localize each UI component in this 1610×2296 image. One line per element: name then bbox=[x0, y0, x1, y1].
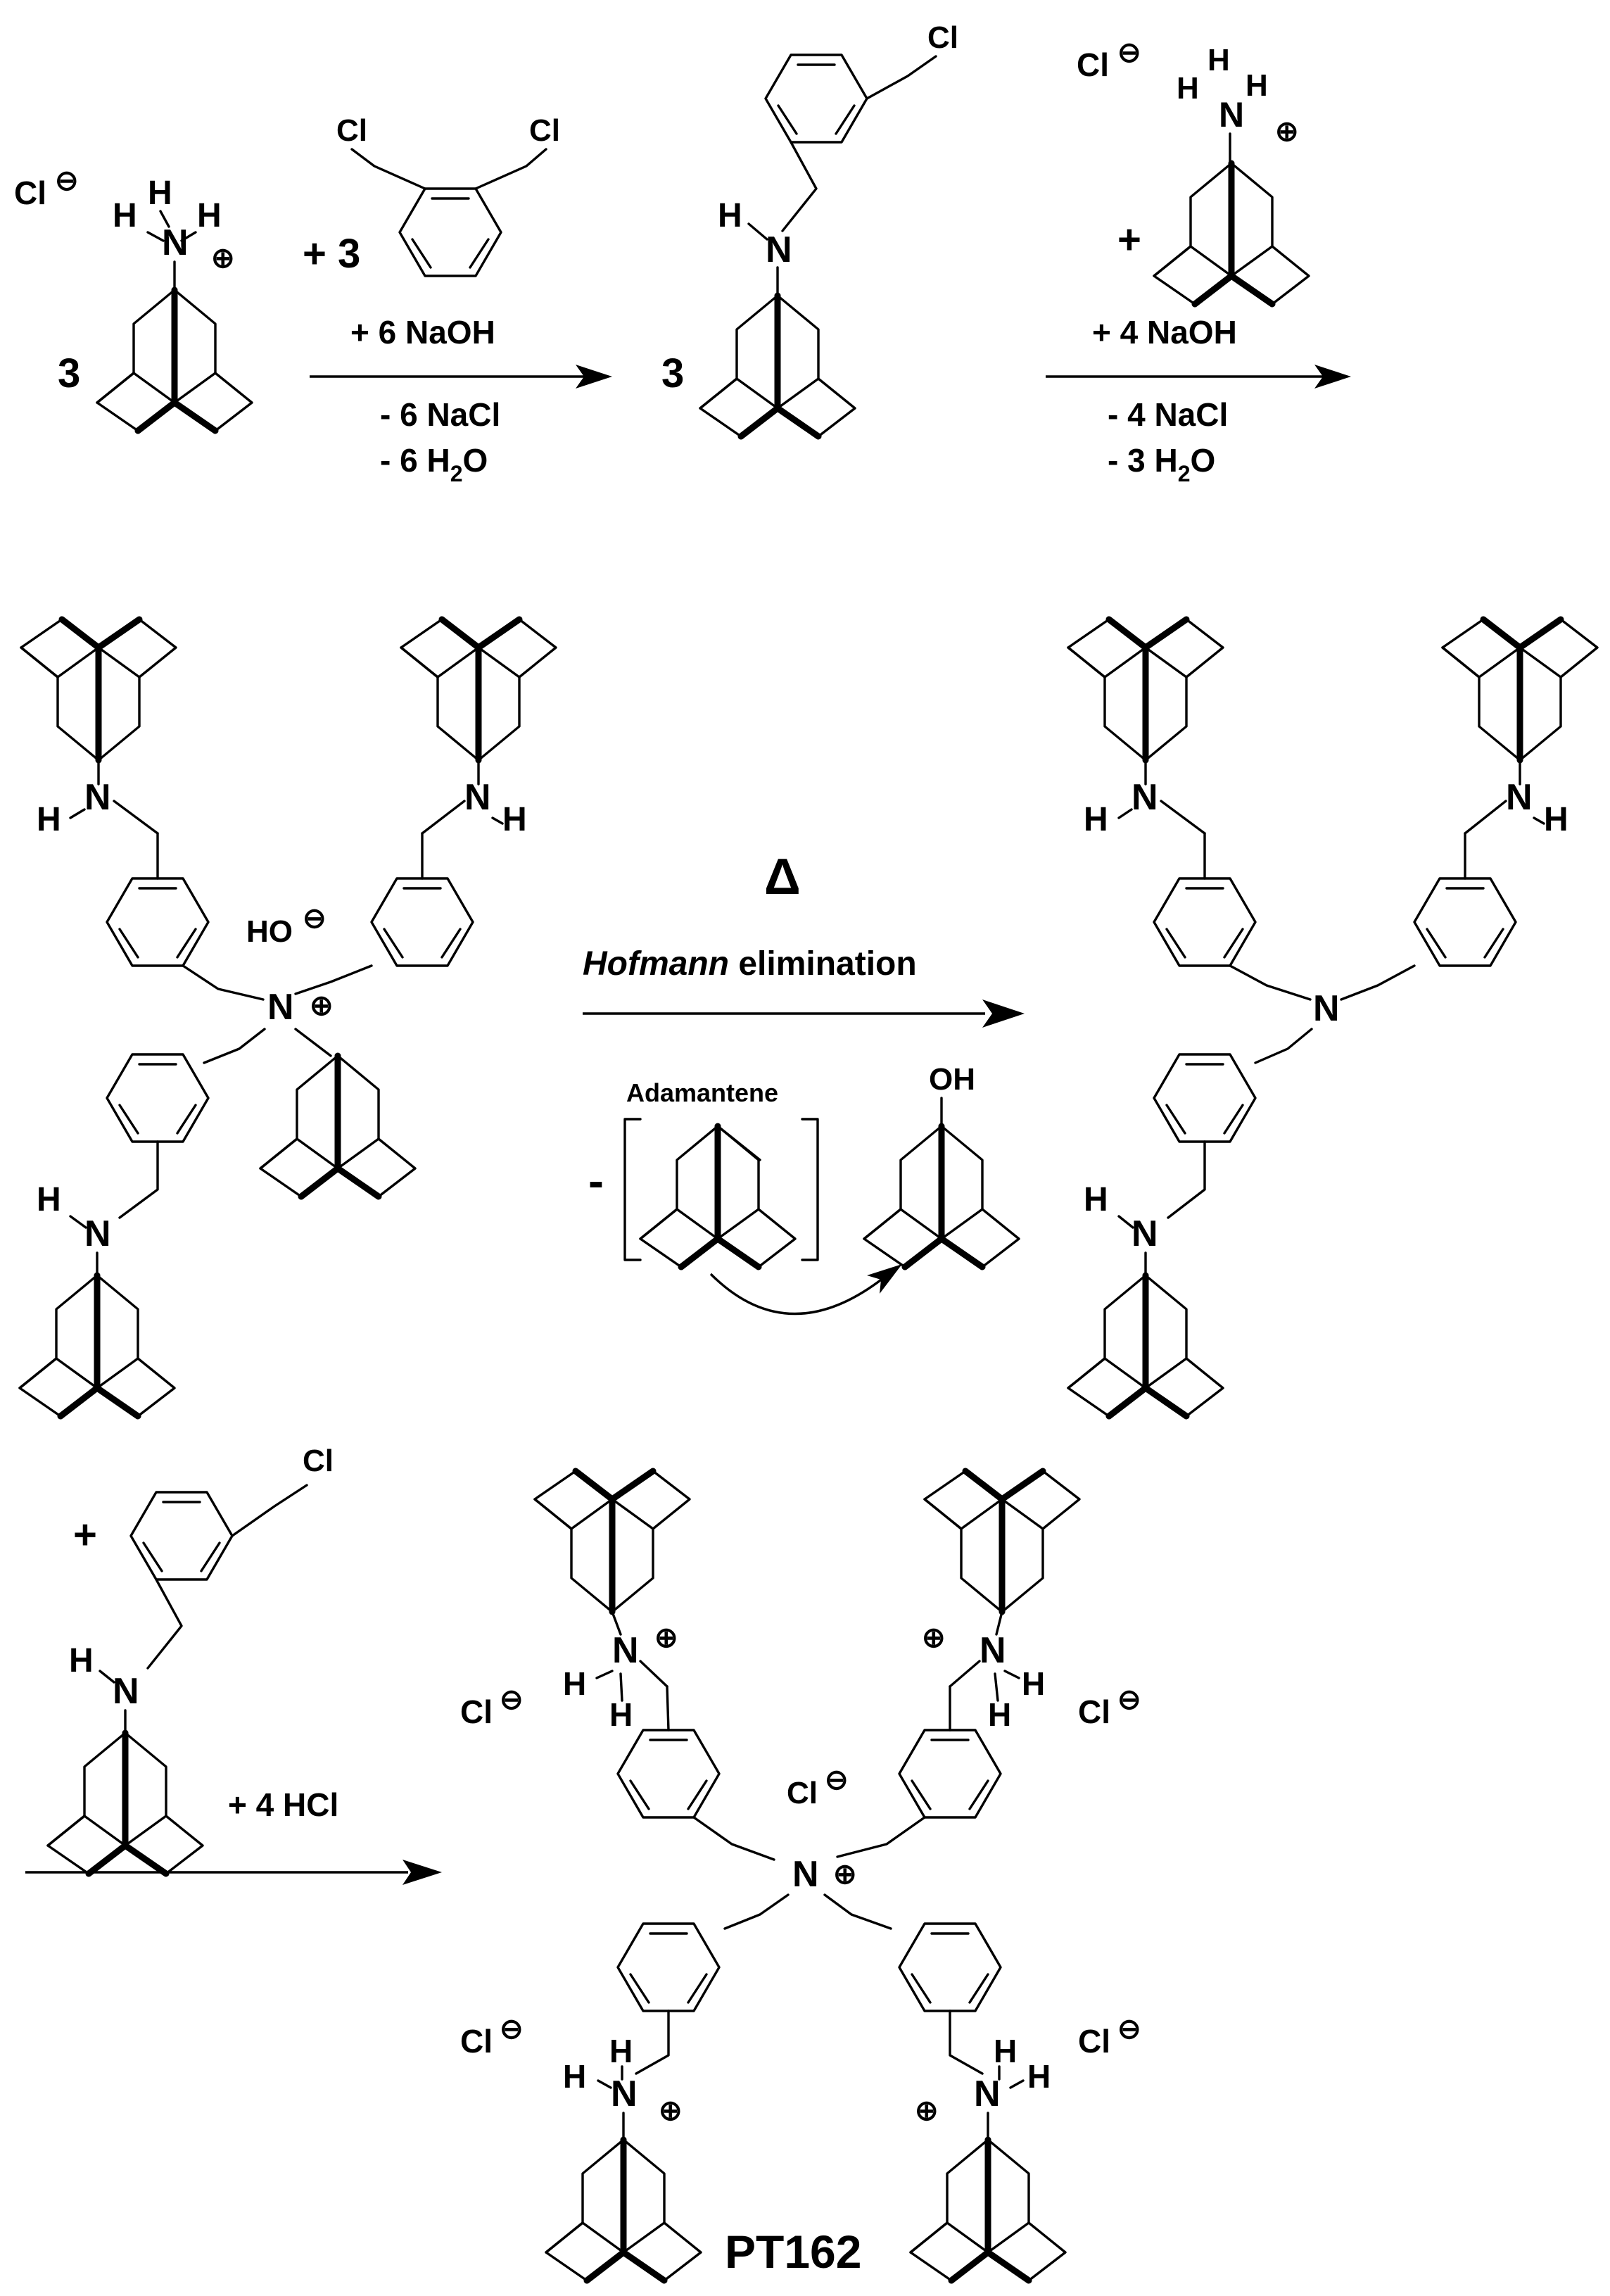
svg-text:H: H bbox=[988, 1696, 1011, 1733]
svg-text:N: N bbox=[980, 1630, 1006, 1671]
svg-text:H: H bbox=[148, 175, 172, 212]
svg-text:Cl: Cl bbox=[1078, 2023, 1110, 2060]
svg-text:⊕: ⊕ bbox=[833, 1859, 857, 1890]
svg-text:⊖: ⊖ bbox=[55, 165, 79, 196]
svg-text:-: - bbox=[588, 1154, 604, 1206]
intermediate-chlorobenzyl-amine: Cl H N 3 bbox=[661, 20, 958, 436]
svg-text:H: H bbox=[1022, 1665, 1045, 1702]
svg-text:H: H bbox=[37, 801, 61, 838]
svg-text:⊕: ⊕ bbox=[211, 243, 235, 274]
svg-text:- 6 H2O: - 6 H2O bbox=[380, 442, 488, 486]
svg-text:⊕: ⊕ bbox=[922, 1622, 946, 1653]
svg-text:Hofmann elimination: Hofmann elimination bbox=[583, 945, 917, 983]
svg-text:H: H bbox=[563, 1665, 586, 1702]
svg-text:Cl: Cl bbox=[1077, 46, 1109, 83]
svg-text:Adamantene: Adamantene bbox=[626, 1078, 778, 1107]
svg-text:H: H bbox=[718, 197, 742, 234]
svg-text:Cl: Cl bbox=[787, 1776, 818, 1810]
svg-text:H: H bbox=[1177, 71, 1199, 106]
reactant-adamantylammonium: Cl ⊖ H H H N ⊕ 3 bbox=[14, 165, 252, 431]
svg-text:H: H bbox=[197, 197, 222, 234]
svg-text:N: N bbox=[1313, 988, 1340, 1029]
svg-text:N: N bbox=[612, 1630, 639, 1671]
svg-text:H: H bbox=[1084, 1181, 1108, 1218]
svg-text:H: H bbox=[69, 1642, 94, 1679]
svg-text:N: N bbox=[113, 1671, 139, 1712]
svg-text:⊖: ⊖ bbox=[1117, 1684, 1141, 1715]
quaternary-ammonium-hydroxide: H N N H HO ⊖ N ⊕ H N bbox=[20, 619, 556, 1416]
svg-text:H: H bbox=[1544, 801, 1568, 838]
svg-text:⊖: ⊖ bbox=[303, 903, 327, 934]
svg-text:+: + bbox=[1117, 217, 1141, 263]
svg-text:Cl: Cl bbox=[14, 175, 46, 211]
svg-text:H: H bbox=[609, 1696, 633, 1733]
arrow-step-4: + 4 HCl bbox=[25, 1786, 442, 1885]
svg-text:3: 3 bbox=[58, 351, 80, 396]
svg-text:H: H bbox=[1084, 801, 1108, 838]
svg-text:- 4 NaCl: - 4 NaCl bbox=[1108, 396, 1228, 433]
svg-text:H: H bbox=[1027, 2058, 1051, 2095]
svg-text:⊖: ⊖ bbox=[825, 1765, 849, 1796]
svg-text:3: 3 bbox=[661, 351, 684, 396]
svg-text:Cl: Cl bbox=[460, 2023, 493, 2060]
svg-text:N: N bbox=[766, 229, 792, 270]
svg-text:+: + bbox=[73, 1512, 97, 1558]
svg-text:Cl: Cl bbox=[336, 113, 367, 148]
svg-text:H: H bbox=[994, 2033, 1017, 2069]
arrow-step-2: + 4 NaOH - 4 NaCl - 3 H2O bbox=[1046, 314, 1351, 486]
svg-text:OH: OH bbox=[929, 1062, 975, 1097]
product-pt162: N ⊕ H H Cl ⊖ N ⊕ H H Cl ⊖ Cl ⊖ N ⊕ Cl ⊖ … bbox=[460, 1471, 1141, 2281]
svg-text:Δ: Δ bbox=[764, 849, 801, 905]
svg-text:Cl: Cl bbox=[529, 113, 560, 148]
svg-text:N: N bbox=[611, 2074, 638, 2114]
svg-text:Cl: Cl bbox=[303, 1444, 334, 1478]
svg-text:N: N bbox=[1132, 1213, 1158, 1254]
svg-text:N: N bbox=[974, 2074, 1001, 2114]
svg-text:Cl: Cl bbox=[460, 1693, 493, 1730]
reagent-adamantylammonium: Cl ⊖ H H H N ⊕ + bbox=[1077, 37, 1309, 304]
svg-text:N: N bbox=[267, 987, 294, 1028]
svg-text:+ 6 NaOH: + 6 NaOH bbox=[350, 314, 495, 351]
svg-text:N: N bbox=[84, 1213, 111, 1254]
svg-text:⊕: ⊕ bbox=[659, 2095, 683, 2126]
svg-text:N: N bbox=[792, 1854, 819, 1895]
svg-text:+ 4 HCl: + 4 HCl bbox=[228, 1786, 338, 1823]
svg-text:+ 4 NaOH: + 4 NaOH bbox=[1092, 314, 1237, 351]
svg-text:⊖: ⊖ bbox=[1117, 37, 1141, 68]
svg-text:H: H bbox=[37, 1181, 61, 1218]
svg-text:H: H bbox=[563, 2058, 586, 2095]
arrow-step-1: + 6 NaOH - 6 NaCl - 6 H2O bbox=[310, 314, 612, 486]
svg-text:⊖: ⊖ bbox=[500, 1684, 524, 1715]
svg-text:⊖: ⊖ bbox=[500, 2014, 524, 2045]
svg-text:HO: HO bbox=[246, 914, 293, 949]
svg-text:⊖: ⊖ bbox=[1117, 2014, 1141, 2045]
svg-text:- 3 H2O: - 3 H2O bbox=[1108, 442, 1215, 486]
svg-text:- 6 NaCl: - 6 NaCl bbox=[380, 396, 500, 433]
byproduct-adamantanol: OH bbox=[864, 1062, 1019, 1267]
svg-text:⊕: ⊕ bbox=[654, 1622, 678, 1653]
svg-text:N: N bbox=[1219, 95, 1244, 134]
svg-text:H: H bbox=[1245, 68, 1268, 103]
svg-text:Cl: Cl bbox=[1078, 1693, 1110, 1730]
svg-text:⊕: ⊕ bbox=[915, 2095, 939, 2126]
svg-text:H: H bbox=[1208, 43, 1230, 77]
svg-text:H: H bbox=[113, 197, 137, 234]
svg-text:H: H bbox=[502, 801, 527, 838]
svg-text:Cl: Cl bbox=[927, 20, 958, 55]
svg-text:+ 3: + 3 bbox=[303, 231, 360, 277]
product-name: PT162 bbox=[725, 2226, 861, 2278]
svg-text:⊕: ⊕ bbox=[310, 990, 334, 1021]
svg-text:⊕: ⊕ bbox=[1275, 116, 1299, 147]
reagent-chlorobenzyl-amine: + Cl H N bbox=[48, 1444, 334, 1874]
byproduct-adamantene: - Adamantene bbox=[588, 1078, 902, 1316]
tertiary-amine-product: H N N H N H N bbox=[1068, 619, 1597, 1416]
reactant-bis-chloromethyl-benzene: + 3 Cl Cl bbox=[303, 113, 560, 277]
svg-text:H: H bbox=[609, 2033, 633, 2069]
svg-text:N: N bbox=[162, 222, 189, 263]
arrow-step-3-hofmann: Δ Hofmann elimination bbox=[583, 849, 1025, 1028]
